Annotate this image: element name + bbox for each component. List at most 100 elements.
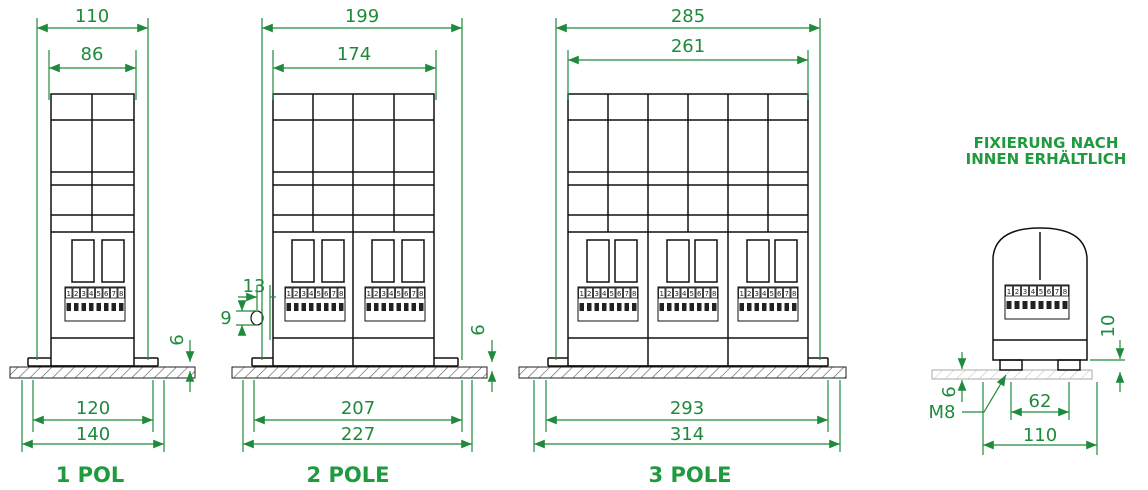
terminal-screw xyxy=(712,303,717,311)
dim-one-pole-outer-width: 110 xyxy=(75,6,109,27)
terminal-number: 7 xyxy=(1055,288,1059,296)
dim-side-base-height: 6 xyxy=(939,386,960,397)
terminal-screw xyxy=(1022,301,1028,309)
terminal-block-frame xyxy=(657,286,719,322)
terminal-number: 4 xyxy=(309,290,314,298)
dim-two-poles-hole-diameter: 9 xyxy=(220,308,231,329)
terminal-screw xyxy=(747,303,752,311)
terminal-cell xyxy=(315,287,323,299)
terminal-number: 3 xyxy=(675,290,679,298)
terminal-screw xyxy=(411,303,416,311)
terminal-cell xyxy=(760,287,768,299)
fixing-note-line-2: INNEN ERHÄLTLICH xyxy=(966,149,1127,168)
terminal-screw xyxy=(309,303,314,311)
terminal-number: 8 xyxy=(712,290,716,298)
terminal-number: 1 xyxy=(580,290,584,298)
terminal-screw xyxy=(111,303,116,311)
terminal-screw xyxy=(769,303,774,311)
terminal-cell xyxy=(665,287,673,299)
terminal-number: 2 xyxy=(74,290,78,298)
terminal-number: 3 xyxy=(595,290,599,298)
terminal-screw xyxy=(381,303,386,311)
terminal-block-frame xyxy=(284,286,346,322)
terminal-screw xyxy=(617,303,622,311)
mounting-hole xyxy=(250,310,264,326)
terminal-screw xyxy=(754,303,759,311)
terminal-number: 6 xyxy=(617,290,622,298)
terminal-screw xyxy=(784,303,789,311)
dimension-lines xyxy=(21,18,1125,455)
terminal-screw xyxy=(119,303,124,311)
terminal-cell xyxy=(790,287,798,299)
dim-two-poles-base-height: 6 xyxy=(468,324,489,335)
dim-two-poles-inner-width: 174 xyxy=(337,44,371,65)
terminal-screw xyxy=(704,303,709,311)
fixing-note-line-1: FIXIERUNG NACH xyxy=(974,134,1119,152)
terminal-cell xyxy=(630,287,638,299)
fuse-base-body xyxy=(547,93,829,367)
terminal-number: 5 xyxy=(317,290,321,298)
terminal-cell xyxy=(72,287,80,299)
terminal-screw xyxy=(587,303,592,311)
terminal-number: 2 xyxy=(587,290,591,298)
terminal-cell xyxy=(1061,285,1069,297)
terminal-cell xyxy=(608,287,616,299)
terminal-screw xyxy=(104,303,109,311)
terminal-number: 8 xyxy=(632,290,636,298)
terminal-cell xyxy=(1021,285,1029,297)
terminal-number: 5 xyxy=(770,290,774,298)
terminal-number: 1 xyxy=(660,290,664,298)
terminal-number: 7 xyxy=(625,290,629,298)
dim-three-poles-mount-width: 293 xyxy=(670,398,704,419)
terminal-screw xyxy=(1014,301,1020,309)
terminal-cell xyxy=(110,287,118,299)
terminal-number: 1 xyxy=(287,290,291,298)
terminal-cell xyxy=(380,287,388,299)
dim-three-poles-inner-width: 261 xyxy=(671,36,705,57)
terminal-screw xyxy=(404,303,409,311)
terminal-cell xyxy=(65,287,73,299)
terminal-screw xyxy=(762,303,767,311)
terminal-number: 8 xyxy=(419,290,423,298)
terminal-screw xyxy=(339,303,344,311)
dim-one-pole-inner-width: 86 xyxy=(81,44,104,65)
terminal-screw xyxy=(667,303,672,311)
terminal-screw xyxy=(331,303,336,311)
terminal-cell xyxy=(680,287,688,299)
terminal-number: 3 xyxy=(302,290,306,298)
terminal-number: 8 xyxy=(792,290,796,298)
terminal-cell xyxy=(307,287,315,299)
terminal-number: 4 xyxy=(389,290,394,298)
terminal-screw xyxy=(419,303,424,311)
terminal-screw xyxy=(579,303,584,311)
terminal-screw xyxy=(682,303,687,311)
terminal-screw xyxy=(74,303,79,311)
terminal-number: 6 xyxy=(697,290,702,298)
terminal-cell xyxy=(658,287,666,299)
terminal-number: 5 xyxy=(690,290,694,298)
terminal-cell xyxy=(102,287,110,299)
terminal-screw xyxy=(324,303,329,311)
terminal-cell xyxy=(738,287,746,299)
terminal-number: 2 xyxy=(294,290,298,298)
mounting-plate xyxy=(518,366,847,379)
terminal-number: 7 xyxy=(705,290,709,298)
terminal-number: 2 xyxy=(1015,288,1019,296)
terminal-number: 3 xyxy=(1023,288,1027,296)
terminal-number: 4 xyxy=(762,290,767,298)
dim-two-poles-base-width: 227 xyxy=(341,424,375,445)
terminal-number: 3 xyxy=(382,290,386,298)
dim-two-poles-hole-spacing: 13 xyxy=(243,276,266,297)
dim-three-poles-outer-width: 285 xyxy=(671,6,705,27)
terminal-cell xyxy=(578,287,586,299)
terminal-number: 5 xyxy=(610,290,614,298)
mounting-plate xyxy=(231,366,488,379)
terminal-number: 3 xyxy=(82,290,86,298)
terminal-screw xyxy=(396,303,401,311)
dimension-labels: 110 86 120 140 6 199 174 207 227 13 9 6 … xyxy=(75,6,1119,446)
